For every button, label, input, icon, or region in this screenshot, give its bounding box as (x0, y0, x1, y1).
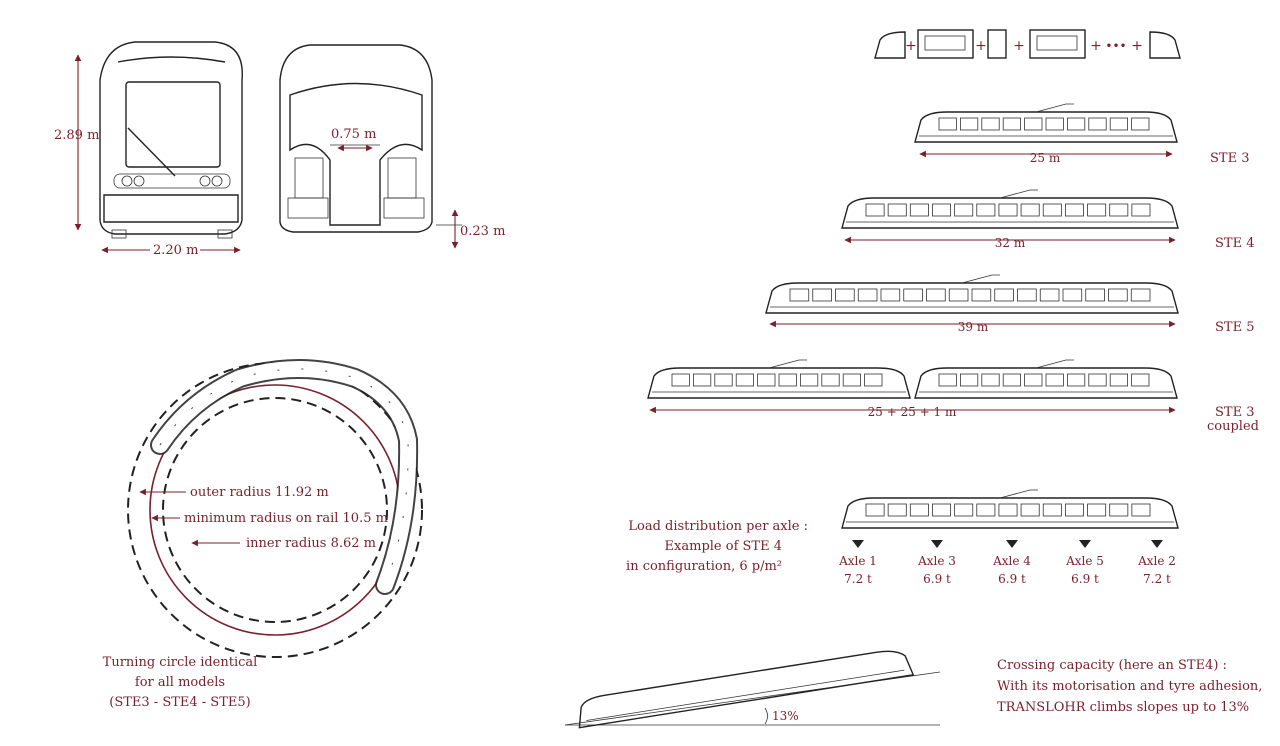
outer-radius-label: outer radius 11.92 m (190, 485, 329, 500)
axle-weight-1: 6.9 t (923, 572, 951, 586)
axle-weight-2: 6.9 t (998, 572, 1026, 586)
axle-name-0: Axle 1 (838, 554, 877, 568)
axle-name-4: Axle 2 (1137, 554, 1176, 568)
tram-ste4 (841, 189, 1179, 229)
aisle-dimension: 0.75 m (331, 127, 376, 142)
ste3-length: 25 m (1030, 151, 1061, 165)
floor-dimension: 0.23 m (460, 224, 505, 239)
height-dimension: 2.89 m (54, 128, 99, 143)
turning-caption-2: for all models (135, 675, 225, 690)
coupled-sub: coupled (1207, 419, 1259, 434)
turning-caption-1: Turning circle identical (103, 655, 258, 670)
axle-loads: Axle 1 7.2 t Axle 3 6.9 t Axle 4 6.9 t Axle 5 6… (838, 540, 1176, 586)
tram-front-view (99, 41, 243, 239)
load-title-2: Example of STE 4 (665, 539, 782, 554)
width-dimension: 2.20 m (153, 243, 198, 258)
axle-weight-4: 7.2 t (1143, 572, 1171, 586)
axle-arrow-3 (1079, 540, 1091, 548)
ste5-length: 39 m (958, 320, 989, 334)
plus-sign-4: + (1090, 38, 1102, 54)
turning-circle (127, 359, 423, 658)
axle-arrow-0 (852, 540, 864, 548)
plus-sign-2: + (975, 38, 987, 54)
load-title-1: Load distribution per axle : (628, 519, 808, 534)
axle-name-1: Axle 3 (917, 554, 956, 568)
coupled-label: STE 3 (1215, 405, 1254, 420)
plus-sign-1: + (905, 38, 917, 54)
modular-composition: + + + + ••• + (874, 29, 1181, 59)
slope-illustration (564, 650, 941, 729)
tram-ste3-coupled-a (647, 359, 911, 399)
ellipsis: ••• (1105, 39, 1126, 53)
tram-ste4-load (841, 489, 1179, 529)
axle-arrow-2 (1006, 540, 1018, 548)
axle-name-2: Axle 4 (992, 554, 1031, 568)
axle-arrow-1 (931, 540, 943, 548)
inner-radius-label: inner radius 8.62 m (246, 536, 376, 551)
slope-label: 13% (772, 709, 799, 723)
axle-name-3: Axle 5 (1065, 554, 1104, 568)
ste4-label: STE 4 (1215, 236, 1254, 251)
tram-side-views (647, 103, 1179, 529)
ste3-label: STE 3 (1210, 151, 1249, 166)
slope-caption-3: TRANSLOHR climbs slopes up to 13% (997, 700, 1249, 715)
coupled-length: 25 + 25 + 1 m (868, 405, 957, 419)
load-title-3: in configuration, 6 p/m² (626, 559, 782, 574)
plus-sign-5: + (1131, 38, 1143, 54)
slope-caption-2: With its motorisation and tyre adhesion, (997, 679, 1262, 694)
ste4-length: 32 m (995, 236, 1026, 250)
slope-caption-1: Crossing capacity (here an STE4) : (997, 658, 1227, 673)
axle-weight-3: 6.9 t (1071, 572, 1099, 586)
min-radius-label: minimum radius on rail 10.5 m (184, 511, 388, 526)
tram-ste5 (765, 274, 1179, 314)
axle-arrow-4 (1151, 540, 1163, 548)
turning-caption-3: (STE3 - STE4 - STE5) (109, 695, 250, 710)
tram-ste3 (914, 103, 1178, 143)
axle-weight-0: 7.2 t (844, 572, 872, 586)
tram-ste3-coupled-b (914, 359, 1178, 399)
plus-sign-3: + (1013, 38, 1025, 54)
ste5-label: STE 5 (1215, 320, 1254, 335)
